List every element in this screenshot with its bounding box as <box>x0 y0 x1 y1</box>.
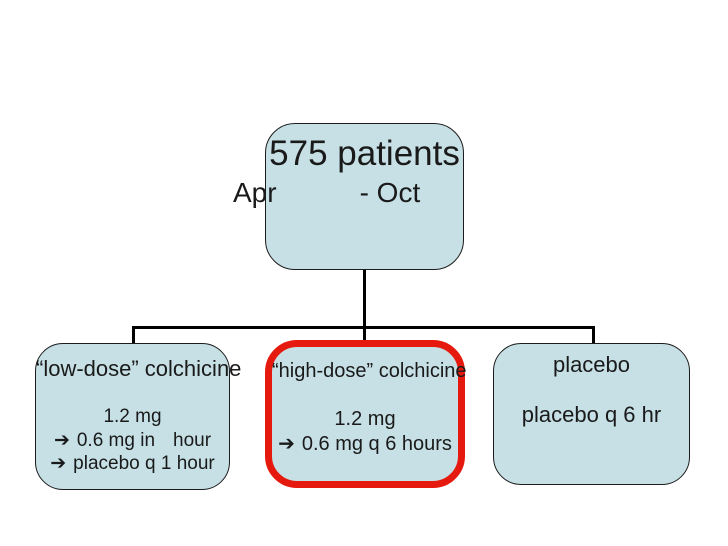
low-dose-box: “low-dose” colchicine 1.2 mg ➔ 0.6 mg in… <box>35 343 242 490</box>
placebo-step1: placebo q 6 hr <box>494 402 689 428</box>
arrow-icon: ➔ <box>50 452 67 475</box>
period-start: Apr <box>233 177 277 209</box>
arrow-icon: ➔ <box>278 431 295 455</box>
low-dose-step2-text: placebo q 1 hour <box>73 453 215 475</box>
placebo-box: placebo placebo q 6 hr <box>493 343 690 485</box>
low-dose-step1-unit: hour <box>173 429 212 451</box>
low-dose-step1-text: 0.6 mg in <box>76 429 156 451</box>
high-dose-box-highlighted: “high-dose” colchicine 1.2 mg ➔ 0.6 mg q… <box>265 340 467 488</box>
high-dose-title: “high-dose” colchicine <box>272 360 467 382</box>
arrow-icon: ➔ <box>53 428 70 451</box>
period-end: - Oct <box>359 177 421 209</box>
high-dose-step1-text: 0.6 mg q 6 hours <box>301 433 452 455</box>
high-dose-regimen: 1.2 mg ➔ 0.6 mg q 6 hours <box>272 407 458 456</box>
connector-vertical <box>363 270 366 341</box>
connector-stub-right <box>592 326 595 344</box>
low-dose-title: “low-dose” colchicine <box>36 356 242 381</box>
low-dose-regimen: 1.2 mg ➔ 0.6 mg in hour ➔ placebo q 1 ho… <box>36 406 229 475</box>
connector-horizontal <box>132 326 594 329</box>
patients-box: 575 patients Apr - Oct <box>233 123 464 270</box>
high-dose-initial: 1.2 mg <box>272 407 458 431</box>
low-dose-step1: ➔ 0.6 mg in hour <box>36 429 229 452</box>
patients-count: 575 patients <box>269 134 460 173</box>
connector-stub-left <box>132 326 135 344</box>
placebo-title: placebo <box>552 352 631 377</box>
low-dose-amount: 1.2 mg <box>103 406 162 428</box>
placebo-regimen-text: placebo q 6 hr <box>521 402 662 428</box>
study-period: Apr - Oct <box>233 176 463 210</box>
low-dose-initial: 1.2 mg <box>36 406 229 428</box>
placebo-regimen: placebo q 6 hr <box>494 402 689 428</box>
low-dose-step2: ➔ placebo q 1 hour <box>36 452 229 475</box>
high-dose-step1: ➔ 0.6 mg q 6 hours <box>272 431 458 456</box>
high-dose-amount: 1.2 mg <box>334 408 396 430</box>
